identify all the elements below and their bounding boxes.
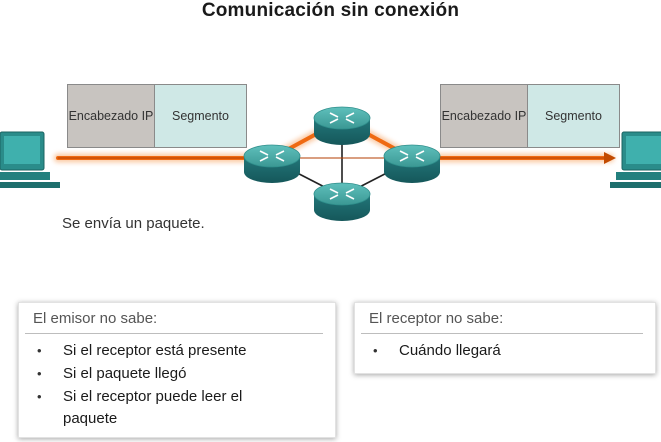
sender-computer-icon bbox=[0, 131, 60, 188]
list-item: • Si el paquete llegó bbox=[19, 363, 335, 385]
router-top bbox=[313, 106, 371, 145]
list-item: • Si el receptor está presente bbox=[19, 340, 335, 362]
diagram-title: Comunicación sin conexión bbox=[201, 0, 460, 21]
sender-panel-title: El emisor no sabe: bbox=[25, 303, 323, 334]
router-left bbox=[243, 144, 301, 183]
receiver-panel: El receptor no sabe: • Cuándo llegará bbox=[354, 302, 656, 374]
list-item-text: Cuándo llegará bbox=[399, 342, 501, 359]
right-packet-header-label: Encabezado IP bbox=[441, 108, 527, 123]
packet-sent-caption: Se envía un paquete. bbox=[62, 215, 205, 232]
router-bottom bbox=[313, 182, 371, 221]
bullet-icon: • bbox=[37, 389, 42, 404]
bullet-icon: • bbox=[37, 343, 42, 358]
router-right bbox=[383, 144, 441, 183]
list-item: • Si el receptor puede leer el paquete bbox=[19, 386, 283, 430]
sender-panel: El emisor no sabe: • Si el receptor está … bbox=[18, 302, 336, 438]
list-item-text: Si el paquete llegó bbox=[63, 365, 187, 382]
right-packet-segment-label: Segmento bbox=[545, 108, 602, 123]
left-packet-segment: Segmento bbox=[154, 84, 247, 148]
left-packet-header-label: Encabezado IP bbox=[68, 108, 154, 123]
receiver-panel-title: El receptor no sabe: bbox=[361, 303, 643, 334]
receiver-computer-icon bbox=[610, 131, 661, 188]
sender-list: • Si el receptor está presente • Si el paq… bbox=[19, 334, 335, 430]
left-packet-ip-header: Encabezado IP bbox=[67, 84, 155, 148]
bullet-icon: • bbox=[37, 366, 42, 381]
bullet-icon: • bbox=[373, 343, 378, 358]
list-item-text: Si el receptor está presente bbox=[63, 342, 247, 359]
path-arrowhead bbox=[604, 152, 616, 164]
list-item-text: Si el receptor puede leer el paquete bbox=[63, 388, 243, 427]
right-packet-segment: Segmento bbox=[527, 84, 620, 148]
receiver-list: • Cuándo llegará bbox=[355, 334, 655, 362]
left-packet-segment-label: Segmento bbox=[172, 108, 229, 123]
list-item: • Cuándo llegará bbox=[355, 340, 655, 362]
right-packet-ip-header: Encabezado IP bbox=[440, 84, 528, 148]
